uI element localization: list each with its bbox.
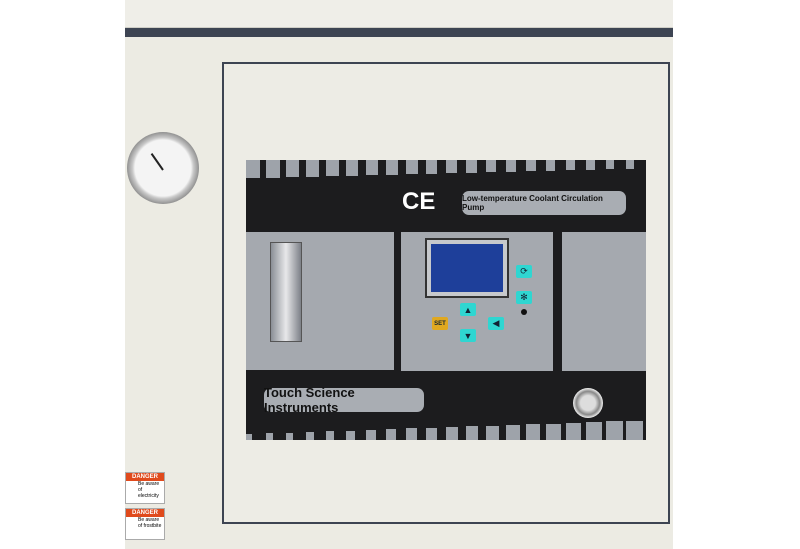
pressure-gauge: [127, 132, 199, 204]
pattern-block: [505, 424, 520, 440]
pattern-block: [425, 160, 438, 174]
pattern-block: [266, 160, 280, 178]
pattern-block: [325, 160, 339, 176]
danger-heading: DANGER: [126, 473, 164, 481]
pattern-block: [485, 425, 500, 440]
pattern-block: [565, 160, 575, 170]
pattern-block: [285, 432, 294, 440]
pattern-block: [345, 430, 355, 440]
power-button[interactable]: [573, 388, 603, 418]
danger-label-frostbite: DANGER Be aware of frostbite: [125, 508, 165, 540]
pattern-block: [605, 160, 615, 169]
pattern-block: [585, 422, 602, 440]
pattern-block: [325, 431, 335, 440]
panel-top-pattern: [246, 160, 646, 182]
set-button[interactable]: SET: [432, 317, 448, 330]
pattern-block: [305, 431, 314, 440]
danger-heading: DANGER: [126, 509, 164, 517]
danger-label-electricity: DANGER Be aware of electricity: [125, 472, 165, 504]
door-latch-handle[interactable]: [270, 242, 302, 342]
product-title-label: Low-temperature Coolant Circulation Pump: [462, 191, 626, 215]
pattern-block: [365, 160, 379, 175]
pattern-block: [565, 422, 582, 440]
pattern-block: [425, 427, 438, 440]
pattern-block: [285, 160, 300, 177]
down-button[interactable]: ▼: [460, 329, 476, 342]
danger-text: Be aware of electricity: [138, 481, 160, 499]
pattern-block: [525, 160, 536, 171]
cabinet-top-band: [125, 0, 673, 28]
control-panel: CE Low-temperature Coolant Circulation P…: [246, 160, 646, 440]
pattern-block: [605, 421, 623, 440]
pattern-block: [545, 160, 556, 171]
indicator-led: [521, 309, 527, 315]
danger-text: Be aware of frostbite: [138, 517, 162, 529]
pattern-block: [246, 160, 260, 178]
pattern-block: [545, 423, 561, 440]
cycle-button[interactable]: ⟳: [516, 265, 532, 278]
pattern-block: [505, 160, 516, 172]
lcd-screen: [425, 238, 509, 298]
pattern-block: [625, 160, 635, 169]
left-section: [246, 232, 394, 370]
pattern-block: [465, 426, 479, 440]
pattern-block: [525, 424, 541, 440]
pattern-block: [445, 427, 458, 440]
pattern-block: [485, 160, 497, 172]
pattern-block: [266, 433, 273, 440]
pattern-block: [625, 420, 644, 440]
pattern-block: [305, 160, 320, 177]
pattern-block: [385, 160, 398, 175]
cabinet-trim: [125, 28, 673, 37]
pattern-block: [585, 160, 595, 170]
pattern-block: [465, 160, 477, 173]
pattern-block: [345, 160, 359, 176]
pattern-block: [445, 160, 457, 173]
up-button[interactable]: ▲: [460, 303, 476, 316]
panel-bottom-pattern: [246, 418, 646, 440]
left-button[interactable]: ◀: [488, 317, 504, 330]
right-section: [562, 232, 646, 371]
pattern-block: [246, 434, 252, 440]
cool-button[interactable]: ✻: [516, 291, 532, 304]
pattern-block: [385, 429, 397, 440]
pattern-block: [405, 428, 417, 440]
ce-mark: CE: [402, 188, 436, 215]
brand-label: Touch Science Instruments: [264, 385, 424, 415]
pattern-block: [405, 160, 418, 174]
gauge-needle: [150, 153, 164, 171]
pattern-block: [365, 429, 376, 440]
